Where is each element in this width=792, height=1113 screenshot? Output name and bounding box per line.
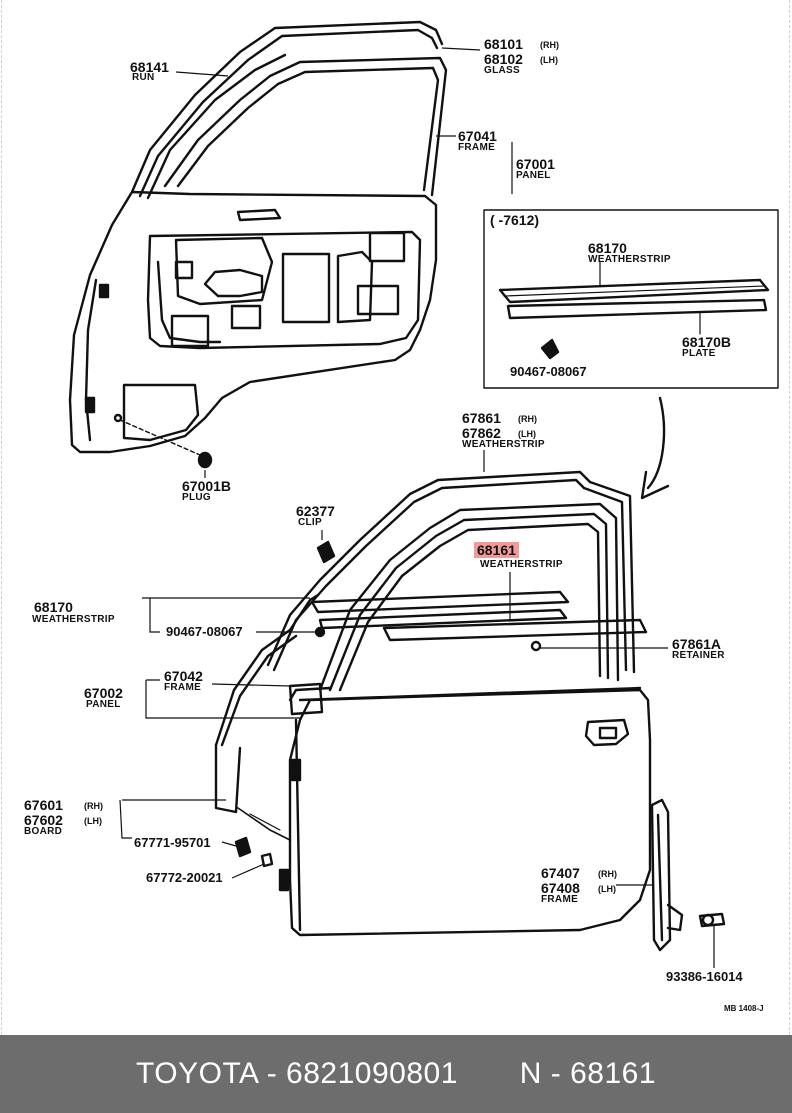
name-68141: RUN <box>132 72 155 83</box>
name-67862: WEATHERSTRIP <box>462 439 545 450</box>
right-edge-dashes <box>789 0 791 1035</box>
label-67602: 67602 <box>24 812 63 828</box>
label-68141: 68141 <box>130 59 169 75</box>
upper-door-run <box>130 20 444 198</box>
name-67408: FRAME <box>541 894 579 905</box>
name-67041: FRAME <box>458 142 496 153</box>
label-67772: 67772-20021 <box>146 870 223 885</box>
lower-door-frame-67042 <box>214 593 320 814</box>
lower-door-glass-run-68161 <box>318 502 620 692</box>
label-68161-highlighted: 68161 <box>474 542 519 558</box>
leader-67772 <box>231 863 265 879</box>
label-93386: 93386-16014 <box>666 969 743 984</box>
name-67001: PANEL <box>516 170 551 181</box>
label-68170-inset: 68170 <box>588 240 627 256</box>
lower-door-panel-67002 <box>237 682 652 937</box>
side-67601: (RH) <box>84 801 103 811</box>
drawing-code: MB 1408-J <box>724 1004 764 1013</box>
leader-67771 <box>221 841 237 847</box>
label-67002: 67002 <box>84 685 123 701</box>
lower-door-rear-frame-67407 <box>650 798 684 952</box>
name-67042: FRAME <box>164 682 202 693</box>
name-67002: PANEL <box>86 699 121 710</box>
upper-door-frame <box>146 53 287 200</box>
label-68170b: 68170B <box>682 334 732 350</box>
inset-arrow <box>640 396 670 500</box>
side-67862: (LH) <box>518 429 536 439</box>
side-67602: (LH) <box>84 816 102 826</box>
label-67408: 67408 <box>541 880 580 896</box>
label-67861a: 67861A <box>672 636 722 652</box>
name-62377: CLIP <box>298 517 322 528</box>
inset-title: ( -7612) <box>490 212 540 228</box>
label-67042: 67042 <box>164 668 203 684</box>
name-67861a: RETAINER <box>672 650 725 661</box>
label-67041: 67041 <box>458 128 497 144</box>
left-edge-dashes <box>1 0 3 1035</box>
label-68170: 68170 <box>34 599 73 615</box>
label-68102: 68102 <box>484 51 523 67</box>
inset-box <box>483 209 779 389</box>
label-62377: 62377 <box>296 503 335 519</box>
label-67861: 67861 <box>462 410 501 426</box>
side-68101: (RH) <box>540 40 559 50</box>
label-67862: 67862 <box>462 425 501 441</box>
upper-door-panel <box>68 190 438 454</box>
label-67407: 67407 <box>541 865 580 881</box>
name-68170-inset: WEATHERSTRIP <box>588 254 671 265</box>
side-67861: (RH) <box>518 414 537 424</box>
label-67771: 67771-95701 <box>134 835 211 850</box>
upper-door-glass <box>163 56 448 197</box>
label-68101: 68101 <box>484 36 523 52</box>
label-67001: 67001 <box>516 156 555 172</box>
leader-67601 <box>119 799 226 839</box>
name-68170b: PLATE <box>682 348 716 359</box>
leader-68141 <box>175 71 229 77</box>
leader-68101 <box>441 47 481 51</box>
name-68102: GLASS <box>484 65 520 76</box>
name-68170: WEATHERSTRIP <box>32 614 115 625</box>
name-67602: BOARD <box>24 826 63 837</box>
label-90467: 90467-08067 <box>166 624 243 639</box>
side-68102: (LH) <box>540 55 558 65</box>
door-exploded-diagram <box>68 20 779 968</box>
footer-bar: TOYOTA - 6821090801 N - 68161 <box>0 1035 792 1113</box>
lower-fasteners <box>234 540 726 928</box>
lower-door-weatherstrip-68170 <box>310 590 648 642</box>
lower-door-weatherstrip-67861 <box>266 470 636 674</box>
plug-67001b <box>119 419 213 469</box>
footer-part-number: TOYOTA - 6821090801 N - 68161 <box>135 1057 656 1090</box>
side-67408: (LH) <box>598 884 616 894</box>
label-67001b: 67001B <box>182 478 232 494</box>
leader-68170 <box>142 597 310 633</box>
leader-67042-67002 <box>145 679 300 719</box>
name-67001b: PLUG <box>182 492 211 503</box>
name-68161: WEATHERSTRIP <box>480 559 563 570</box>
label-67601: 67601 <box>24 797 63 813</box>
side-67407: (RH) <box>598 869 617 879</box>
label-90467-inset: 90467-08067 <box>510 364 587 379</box>
